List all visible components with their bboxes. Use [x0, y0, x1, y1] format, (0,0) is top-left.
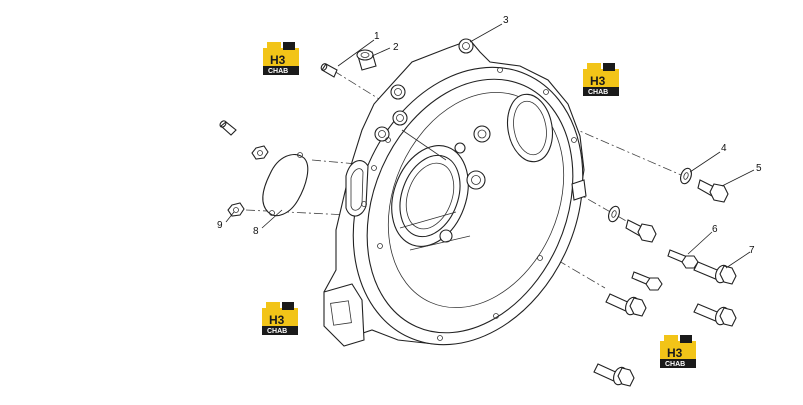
- part-4-washer-upper: [680, 167, 692, 185]
- part-7-flange-bolt-4: [593, 363, 635, 387]
- watermark-top-text: H3: [667, 346, 683, 360]
- leader-lines: [225, 23, 755, 269]
- part-8-cover-plate: [262, 152, 309, 217]
- watermark-bottom-text: CHAB: [267, 328, 287, 335]
- watermark-logo-1: H3 CHAB: [263, 42, 299, 75]
- watermark-logo-4: H3 CHAB: [660, 335, 696, 368]
- part-1-dowel-pin: [320, 63, 338, 78]
- callout-1: 1: [374, 31, 380, 42]
- callout-6: 6: [712, 224, 718, 235]
- callout-3: 3: [503, 15, 509, 26]
- watermark-logo-2: H3 CHAB: [583, 63, 619, 96]
- part-9-nut-upper: [251, 145, 269, 160]
- watermark-bottom-text: CHAB: [588, 89, 608, 96]
- callout-4: 4: [721, 143, 727, 154]
- part-6-stud-lower: [631, 271, 663, 291]
- part-5-bolt-upper: [697, 179, 729, 203]
- part-7-flange-bolt-3: [693, 303, 737, 327]
- callout-8: 8: [253, 226, 259, 237]
- watermark-top-text: H3: [269, 313, 285, 327]
- part-9-nut-lower: [227, 202, 245, 217]
- part-7-flange-bolt-1: [693, 261, 737, 285]
- part-6-stud-upper: [667, 249, 699, 269]
- part-5-bolt-lower: [625, 219, 657, 243]
- part-7-flange-bolt-2: [605, 293, 647, 317]
- callout-numbers: 1 2 3 4 5 6 7 8 9: [217, 15, 762, 256]
- part-4-washer-lower: [608, 205, 620, 223]
- part-dowel-left: [219, 120, 237, 136]
- watermark-bottom-text: CHAB: [268, 68, 288, 75]
- watermark-top-text: H3: [270, 53, 286, 67]
- part-2-plug: [356, 49, 377, 71]
- callout-2: 2: [393, 42, 399, 53]
- flywheel-housing: [323, 38, 587, 347]
- watermark-bottom-text: CHAB: [665, 361, 685, 368]
- callout-9: 9: [217, 220, 223, 231]
- watermark-logo-3: H3 CHAB: [262, 302, 298, 335]
- watermark-top-text: H3: [590, 74, 606, 88]
- callout-5: 5: [756, 163, 762, 174]
- callout-7: 7: [749, 245, 755, 256]
